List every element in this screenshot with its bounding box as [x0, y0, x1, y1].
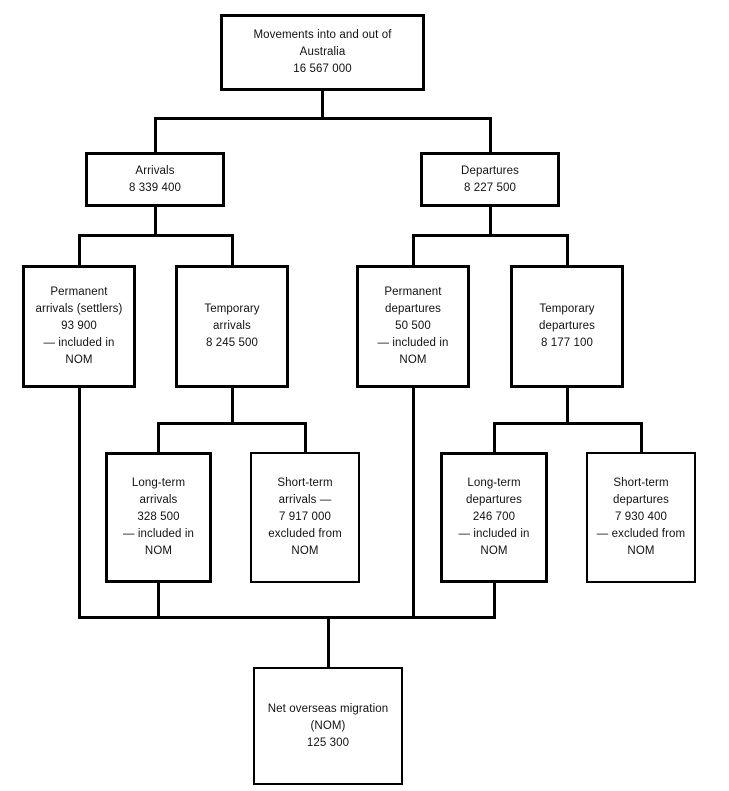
node-temporary-departures: Temporary departures 8 177 100 — [510, 265, 624, 388]
connector-long-term-departures-to-nom — [493, 583, 496, 619]
connector-long-term-arrivals-drop — [157, 422, 160, 452]
connector-permanent-arrivals-to-nom — [78, 388, 81, 619]
connector-departures-drop — [489, 117, 492, 152]
connector-temporary-departures-stem — [566, 388, 569, 425]
connector-long-term-departures-drop — [493, 422, 496, 452]
connector-temporary-departures-children-bar — [493, 422, 643, 425]
connector-level1-bar — [154, 117, 492, 120]
node-temporary-arrivals: Temporary arrivals 8 245 500 — [175, 265, 289, 388]
connector-arrivals-drop — [154, 117, 157, 152]
node-long-term-departures: Long-term departures 246 700 — included … — [440, 452, 548, 583]
connector-short-term-arrivals-drop — [304, 422, 307, 452]
node-departures: Departures 8 227 500 — [420, 152, 560, 207]
node-movements-total: Movements into and out of Australia 16 5… — [220, 14, 425, 91]
connector-departures-children-bar — [412, 234, 569, 237]
node-permanent-departures: Permanent departures 50 500 — included i… — [356, 265, 470, 388]
node-short-term-departures: Short-term departures 7 930 400 — exclud… — [586, 452, 696, 583]
connector-root-stem — [321, 91, 324, 120]
node-net-overseas-migration: Net overseas migration (NOM) 125 300 — [253, 667, 403, 785]
connector-temporary-arrivals-drop — [231, 234, 234, 265]
connector-arrivals-children-bar — [78, 234, 234, 237]
connector-departures-stem — [489, 207, 492, 237]
connector-temporary-arrivals-stem — [231, 388, 234, 425]
connector-temporary-arrivals-children-bar — [157, 422, 307, 425]
connector-permanent-arrivals-drop — [78, 234, 81, 265]
node-permanent-arrivals: Permanent arrivals (settlers) 93 900 — i… — [22, 265, 136, 388]
node-long-term-arrivals: Long-term arrivals 328 500 — included in… — [105, 452, 212, 583]
connector-short-term-departures-drop — [640, 422, 643, 452]
connector-permanent-departures-drop — [412, 234, 415, 265]
connector-arrivals-stem — [154, 207, 157, 237]
connector-permanent-departures-to-nom — [412, 388, 415, 619]
connector-nom-bar — [78, 616, 496, 619]
connector-temporary-departures-drop — [566, 234, 569, 265]
connector-long-term-arrivals-to-nom — [157, 583, 160, 619]
node-short-term-arrivals: Short-term arrivals — 7 917 000 excluded… — [250, 452, 360, 583]
node-arrivals: Arrivals 8 339 400 — [85, 152, 225, 207]
connector-nom-stem — [327, 616, 330, 667]
